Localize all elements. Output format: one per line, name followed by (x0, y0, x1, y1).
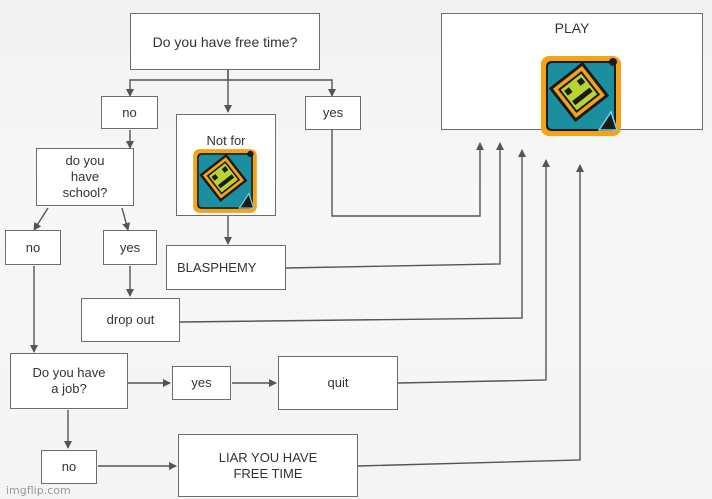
connector-free-to-no (126, 70, 229, 97)
yes-label-2: yes (119, 239, 141, 255)
school-question-box: do you have school? (36, 148, 134, 206)
blasphemy-label: BLASPHEMY (177, 259, 257, 275)
liar-label: LIAR YOU HAVE FREE TIME (218, 449, 318, 481)
connector-blasphemy-to-play (285, 142, 504, 269)
connector-dropout-to-play (179, 149, 526, 323)
no-box-1: no (101, 96, 158, 129)
yes-label-1: yes (322, 105, 344, 120)
quit-label: quit (327, 375, 349, 390)
no-label-2: no (25, 239, 41, 255)
connector-free-to-yes (228, 79, 336, 97)
connector-quit-to-play (397, 159, 550, 384)
yes-label-3: yes (191, 375, 212, 390)
drop-out-box: drop out (81, 298, 180, 342)
no-label-1: no (122, 104, 137, 120)
yes-box-1: yes (305, 96, 361, 130)
job-question-label: Do you have a job? (32, 365, 106, 396)
geometry-dash-cube-icon (541, 56, 621, 136)
school-question-label: do you have school? (62, 153, 108, 200)
imgflip-watermark: imgflip.com (6, 484, 71, 497)
not-for-label: Not for (206, 133, 246, 148)
yes-box-2: yes (103, 230, 157, 265)
connector-liar-to-play (357, 164, 584, 467)
geometry-dash-cube-icon (193, 149, 257, 213)
play-label: PLAY (554, 20, 590, 36)
connector-school-to-no (33, 207, 49, 231)
free-time-question-label: Do you have free time? (152, 33, 298, 50)
no-label-3: no (61, 459, 77, 474)
liar-box: LIAR YOU HAVE FREE TIME (178, 434, 358, 497)
drop-out-label: drop out (106, 312, 155, 327)
free-time-question-box: Do you have free time? (130, 13, 320, 70)
connector-school-to-yes (121, 207, 131, 231)
no-box-2: no (5, 230, 61, 265)
quit-box: quit (278, 356, 398, 410)
connector-yes-to-play (331, 130, 484, 217)
blasphemy-box: BLASPHEMY (166, 245, 286, 290)
yes-box-3: yes (172, 366, 231, 400)
job-question-box: Do you have a job? (10, 353, 128, 409)
no-box-3: no (41, 450, 97, 484)
